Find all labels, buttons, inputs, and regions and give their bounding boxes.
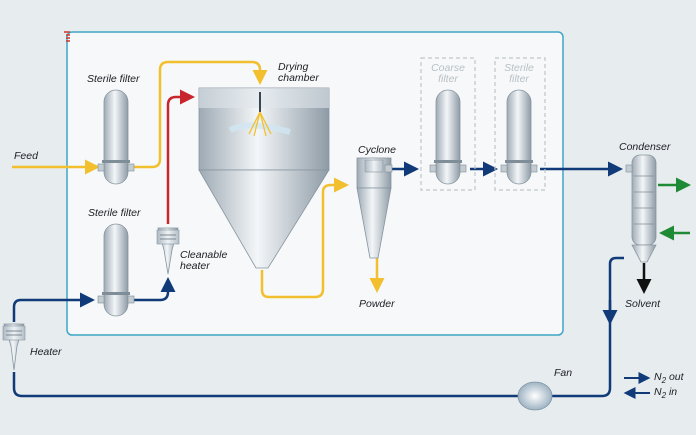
sterile-filter-right (494, 57, 546, 191)
solvent-label: Solvent (625, 298, 661, 310)
cleanable-heater-label-line1: Cleanable (180, 249, 228, 261)
drying-chamber-label: Drying chamber (278, 61, 319, 85)
n2-out-prefix: N (654, 371, 662, 383)
heater (2, 323, 26, 371)
cleanable-heater-label: Cleanable heater (180, 249, 228, 273)
chamber-to-cyclone-line (260, 177, 349, 299)
sterile-filter-top-label: Sterile filter (87, 73, 140, 85)
heater-to-filter-line (12, 292, 95, 322)
hot-gas-line (166, 89, 195, 224)
feed-to-chamber-line (132, 60, 268, 169)
n2-out-sub: 2 (661, 376, 667, 386)
drying-chamber (198, 87, 330, 269)
condenser (625, 154, 657, 263)
powder-label: Powder (359, 298, 395, 310)
n2-in-label: N2 in (654, 386, 678, 401)
sterile-filter-bottom (97, 223, 135, 317)
sterile-filter-right-label-line1: Sterile (504, 62, 534, 74)
fan-label: Fan (554, 367, 573, 379)
condenser-to-fan-line (552, 256, 624, 398)
sterile-filter-right-label: Sterile filter (499, 62, 539, 86)
n2-in-prefix: N (654, 386, 662, 398)
cleanable-heater-label-line2: heater (180, 260, 210, 273)
drying-chamber-label-line1: Drying (278, 61, 309, 73)
drying-chamber-label-line2: chamber (278, 72, 319, 85)
fan (517, 381, 553, 411)
cyclone-label: Cyclone (358, 144, 396, 156)
n2-out-label: N2 out (654, 371, 684, 386)
n2-in-suffix: in (666, 386, 678, 398)
coarse-filter-label-line1: Coarse (431, 62, 465, 74)
n2-out-suffix: out (666, 371, 684, 383)
cleanable-heater (156, 227, 180, 275)
n2-in-sub: 2 (661, 391, 667, 401)
sterile-filter-bottom-label: Sterile filter (88, 207, 141, 219)
coarse-filter-label: Coarse filter (428, 62, 468, 86)
feed-label: Feed (14, 150, 38, 162)
filter-to-heater-line (132, 277, 176, 302)
fan-to-heater-line (12, 372, 520, 398)
sterile-filter-top (97, 89, 135, 185)
coarse-filter-label-line2: filter (438, 73, 458, 86)
cyclone (356, 157, 393, 259)
corner-mark (64, 31, 70, 42)
condenser-label: Condenser (619, 141, 671, 153)
sterile-filter-right-label-line2: filter (509, 73, 529, 86)
coarse-filter (420, 57, 476, 191)
heater-label: Heater (30, 346, 62, 358)
